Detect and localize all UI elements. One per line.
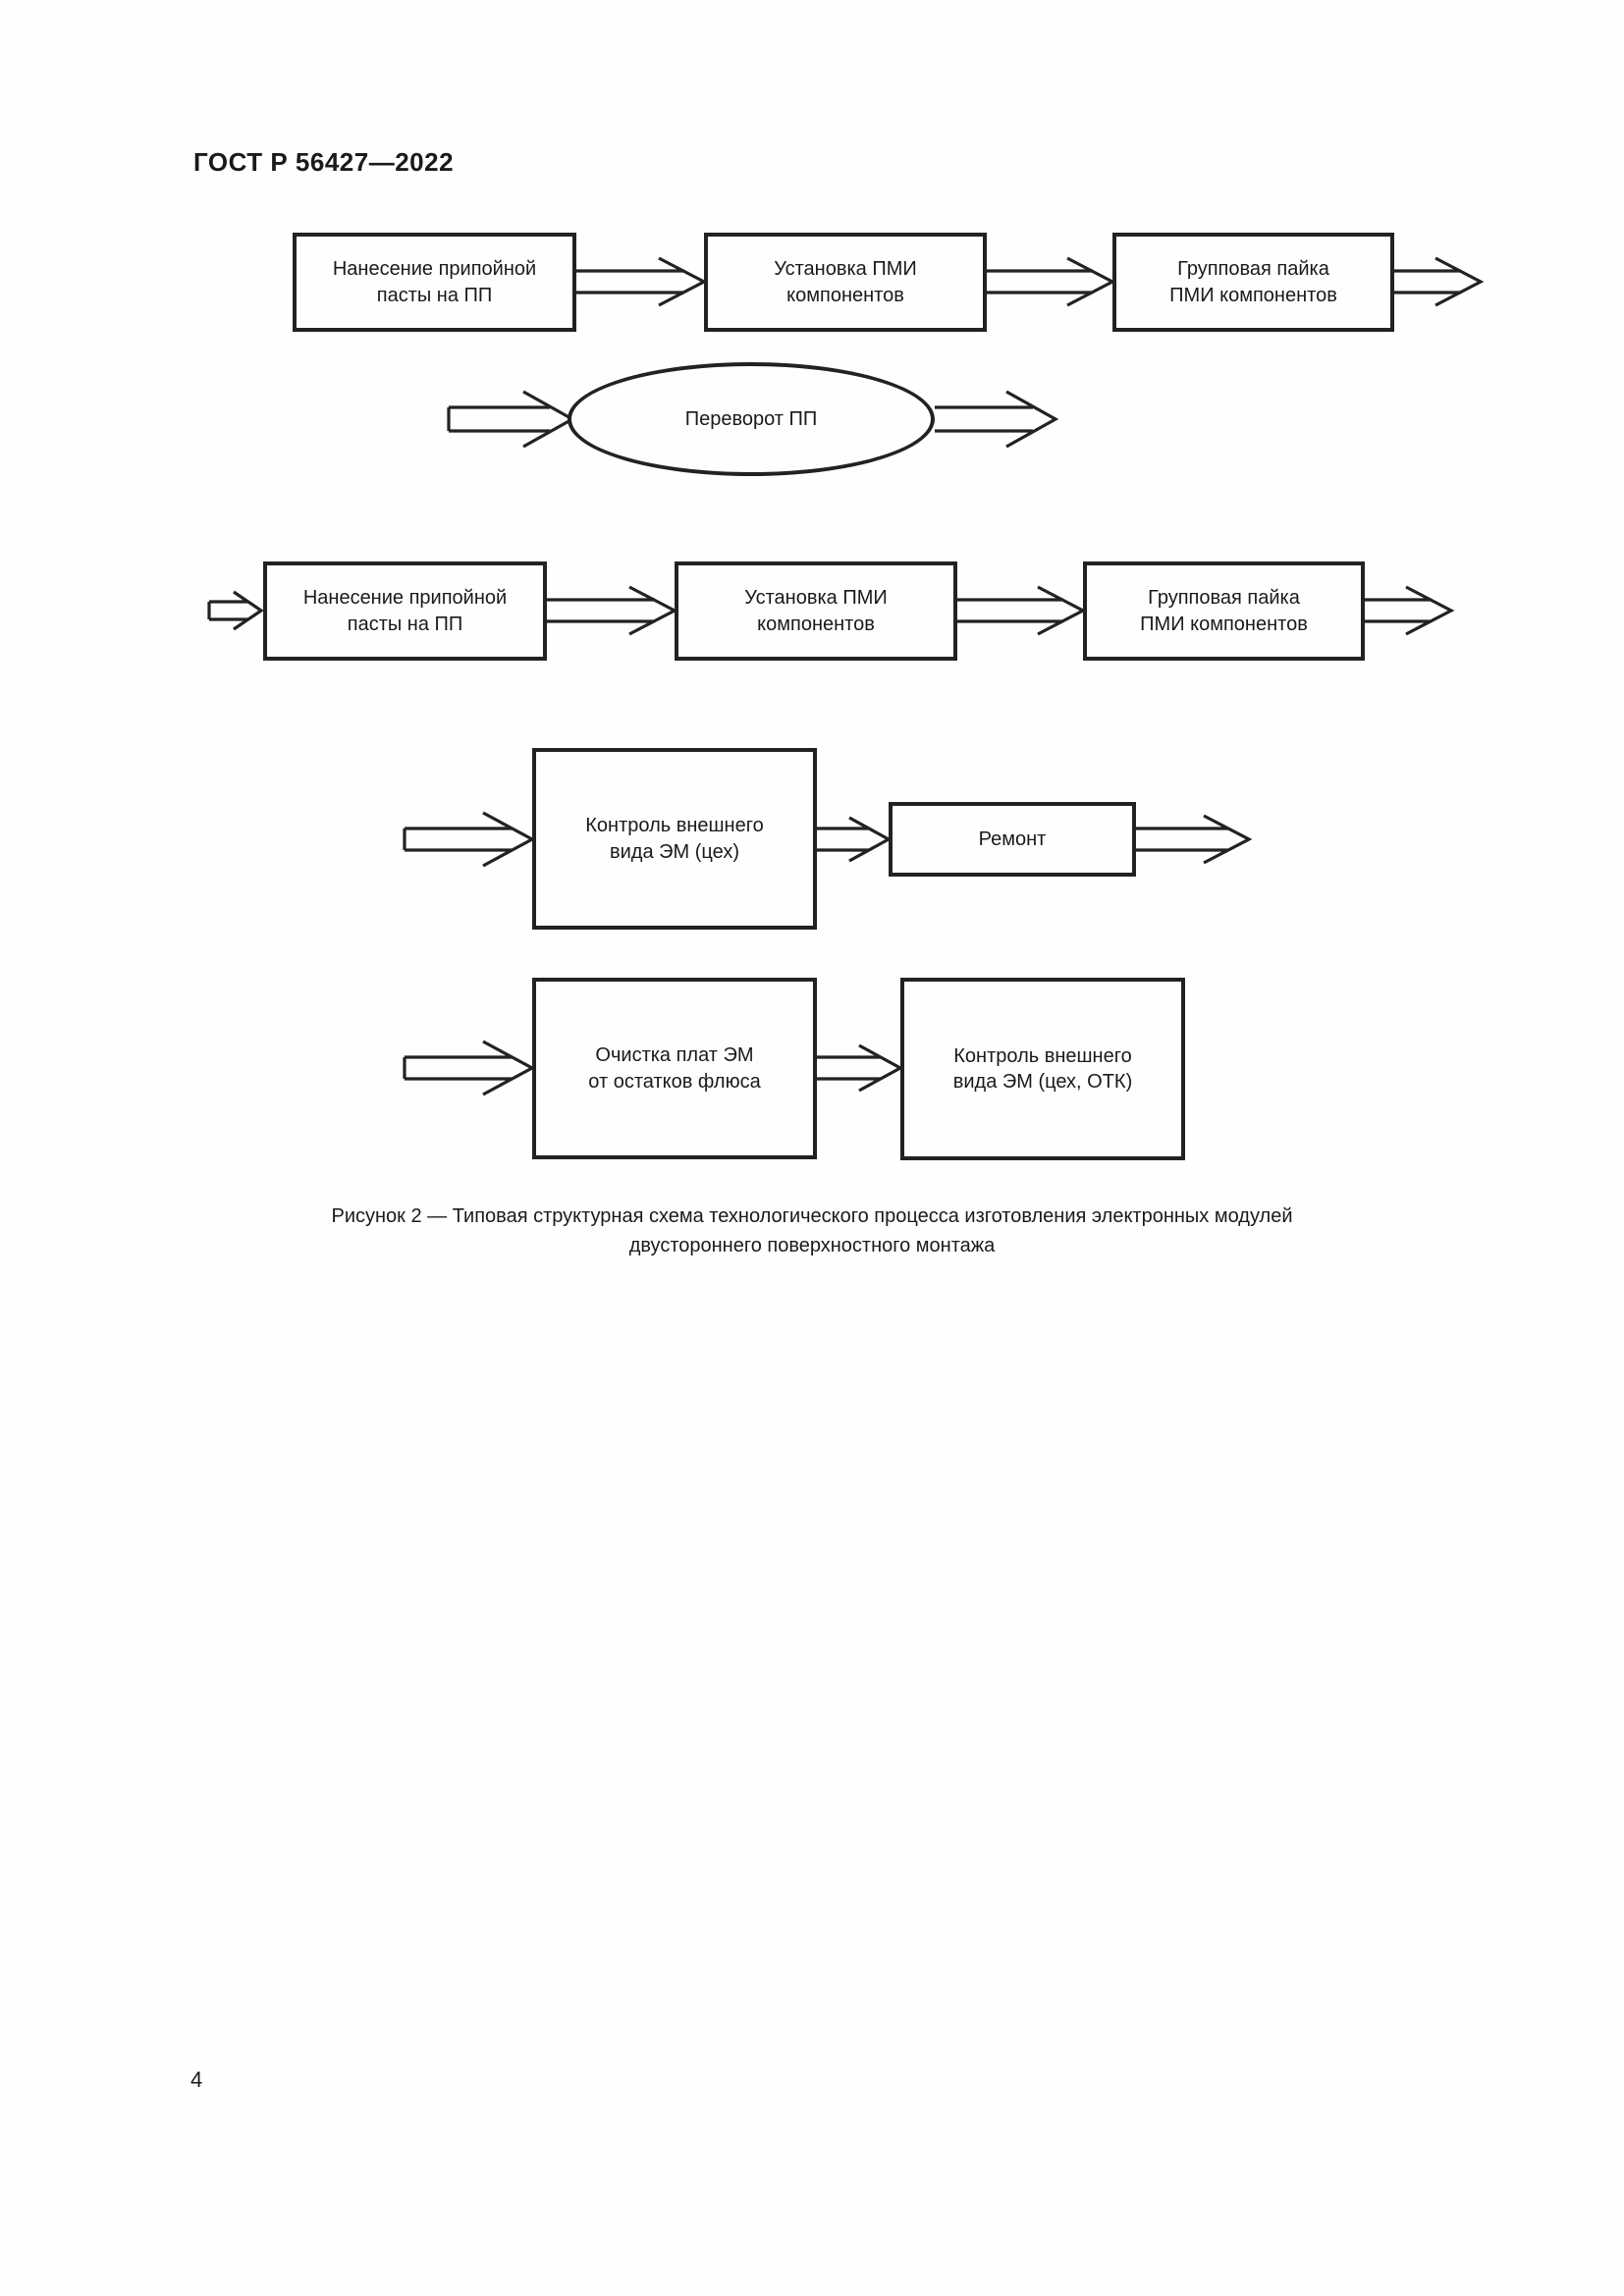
process-box-solder-paste-side2: Нанесение припойной пасты на ПП — [263, 561, 547, 661]
flow-arrow-icon — [935, 390, 1059, 449]
process-box-visual-inspection-shop: Контроль внешнего вида ЭМ (цех) — [532, 748, 817, 930]
process-box-visual-inspection-otk: Контроль внешнего вида ЭМ (цех, ОТК) — [900, 978, 1185, 1160]
flow-arrow-icon — [403, 811, 536, 868]
flow-arrow-icon — [1394, 256, 1485, 307]
process-box-reflow-soldering-side2: Групповая пайка ПМИ компонентов — [1083, 561, 1365, 661]
process-box-component-placement-side2: Установка ПМИ компонентов — [675, 561, 957, 661]
flow-arrow-icon — [207, 590, 264, 631]
flow-arrow-icon — [447, 390, 576, 449]
flow-arrow-icon — [817, 1043, 904, 1093]
flow-arrow-icon — [957, 585, 1087, 636]
flow-arrow-icon — [987, 256, 1116, 307]
flow-arrow-icon — [1136, 814, 1253, 865]
flow-arrow-icon — [403, 1040, 536, 1096]
page-number: 4 — [190, 2067, 203, 2092]
process-box-component-placement-side1: Установка ПМИ компонентов — [704, 233, 987, 332]
process-ellipse-board-flip: Переворот ПП — [568, 362, 935, 476]
process-box-repair: Ремонт — [889, 802, 1136, 877]
process-box-flux-cleaning: Очистка плат ЭМ от остатков флюса — [532, 978, 817, 1159]
flow-arrow-icon — [547, 585, 678, 636]
process-box-reflow-soldering-side1: Групповая пайка ПМИ компонентов — [1112, 233, 1394, 332]
process-box-solder-paste-side1: Нанесение припойной пасты на ПП — [293, 233, 576, 332]
flow-arrow-icon — [576, 256, 708, 307]
figure-caption: Рисунок 2 — Типовая структурная схема те… — [331, 1205, 1293, 1256]
flow-arrow-icon — [1365, 585, 1455, 636]
flow-arrow-icon — [817, 816, 893, 863]
document-header: ГОСТ Р 56427—2022 — [193, 147, 455, 177]
